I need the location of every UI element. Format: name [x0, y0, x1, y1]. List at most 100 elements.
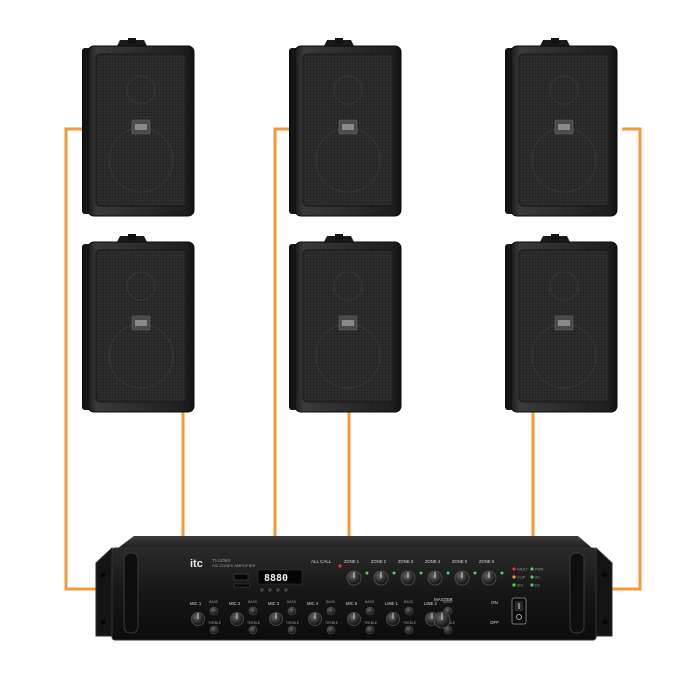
model-number: TI-1206S	[212, 558, 231, 563]
bass-label: BASS	[326, 600, 336, 604]
power-on-label: ON	[491, 600, 498, 605]
zone-label: ZONE 4	[425, 559, 441, 564]
treble-knob[interactable]	[404, 625, 414, 635]
zone-led	[392, 571, 396, 575]
bass-label: BASS	[404, 600, 414, 604]
media-button-next[interactable]	[276, 588, 280, 592]
zone-label: ZONE 1	[344, 559, 360, 564]
input-label: MIC 3	[268, 601, 280, 606]
master-label: MASTER	[434, 597, 454, 602]
wire-left-loop	[64, 127, 112, 591]
six-zone-amplifier: itc TI-1206S SIX ZONES AMPLIFIER 8880 AL…	[95, 536, 613, 641]
treble-label: TREBLE	[325, 621, 339, 625]
treble-label: TREBLE	[247, 621, 261, 625]
status-led	[530, 575, 534, 579]
wire-center-loop	[273, 127, 295, 540]
treble-knob[interactable]	[209, 625, 219, 635]
handle-left	[123, 552, 139, 634]
speaker-group	[82, 38, 618, 413]
brand-logo: itc	[190, 558, 203, 570]
bass-label: BASS	[248, 600, 258, 604]
bracket-knob	[335, 38, 343, 44]
speaker-wires	[64, 127, 642, 591]
treble-knob[interactable]	[248, 625, 258, 635]
tweeter-outline	[333, 75, 363, 105]
power-off-label: OFF	[490, 620, 499, 625]
zone-led	[473, 571, 477, 575]
status-label: FAULT	[517, 568, 529, 572]
status-label: CLIP	[517, 576, 526, 580]
input-label: LINE 1	[385, 601, 398, 606]
status-label: AC	[535, 576, 540, 580]
media-display-value: 8880	[264, 573, 288, 584]
bracket-knob	[551, 234, 559, 240]
bracket-knob	[551, 38, 559, 44]
tweeter-outline	[549, 271, 579, 301]
zone-led	[365, 571, 369, 575]
zone-led	[500, 571, 504, 575]
input-label: MIC 4	[307, 601, 319, 606]
status-led	[512, 575, 516, 579]
treble-label: TREBLE	[403, 621, 417, 625]
media-button-play[interactable]	[268, 588, 272, 592]
amplifier-subtitle: SIX ZONES AMPLIFIER	[212, 563, 255, 568]
status-led	[530, 567, 534, 571]
treble-label: TREBLE	[364, 621, 378, 625]
all-call-led	[338, 564, 342, 568]
media-button-mode[interactable]	[284, 588, 288, 592]
treble-label: TREBLE	[208, 621, 222, 625]
wire-right-loop	[596, 127, 642, 591]
treble-knob[interactable]	[443, 625, 453, 635]
bracket-knob	[128, 234, 136, 240]
badge-mark	[342, 124, 354, 130]
badge-mark	[135, 124, 147, 130]
treble-knob[interactable]	[287, 625, 297, 635]
badge-mark	[342, 320, 354, 326]
media-buttons	[260, 588, 288, 592]
amplifier-top	[118, 536, 592, 548]
bass-knob[interactable]	[209, 606, 219, 616]
zone-label: ZONE 2	[371, 559, 387, 564]
treble-knob[interactable]	[365, 625, 375, 635]
speaker-6	[505, 234, 618, 413]
sd-slot[interactable]	[233, 583, 251, 588]
speaker-1	[82, 38, 195, 217]
status-led	[530, 583, 534, 587]
status-led	[512, 583, 516, 587]
zone-label: ZONE 6	[479, 559, 495, 564]
status-label: PWR	[535, 568, 544, 572]
zone-controls: ZONE 1 ZONE 2 ZONE 3 ZONE 4 ZONE 5 ZONE 6	[344, 559, 504, 586]
speaker-5	[505, 38, 618, 217]
zone-led	[446, 571, 450, 575]
media-button-prev[interactable]	[260, 588, 264, 592]
handle-right	[569, 552, 585, 634]
zone-label: ZONE 5	[452, 559, 468, 564]
status-label: SIG	[517, 584, 523, 588]
all-call-label: ALL CALL	[311, 559, 332, 564]
speaker-4	[289, 234, 402, 413]
speaker-3	[289, 38, 402, 217]
badge-mark	[558, 124, 570, 130]
bracket-knob	[128, 38, 136, 44]
bass-label: BASS	[443, 600, 453, 604]
input-channels: MIC 1 BASS TREBLE MIC 2 BASS TREBLE MIC 3 BASS T…	[190, 600, 456, 635]
zone-label: ZONE 3	[398, 559, 414, 564]
badge-mark	[558, 320, 570, 326]
bass-knob[interactable]	[287, 606, 297, 616]
bracket-knob	[335, 234, 343, 240]
bass-knob[interactable]	[365, 606, 375, 616]
input-label: MIC 2	[229, 601, 241, 606]
input-label: MIC 1	[190, 601, 202, 606]
bass-knob[interactable]	[404, 606, 414, 616]
tweeter-outline	[126, 271, 156, 301]
usb-port[interactable]	[233, 573, 249, 581]
bass-knob[interactable]	[326, 606, 336, 616]
treble-label: TREBLE	[286, 621, 300, 625]
media-display	[257, 569, 303, 585]
treble-knob[interactable]	[326, 625, 336, 635]
input-label: LINE 2	[424, 601, 437, 606]
tweeter-outline	[333, 271, 363, 301]
bass-knob[interactable]	[248, 606, 258, 616]
